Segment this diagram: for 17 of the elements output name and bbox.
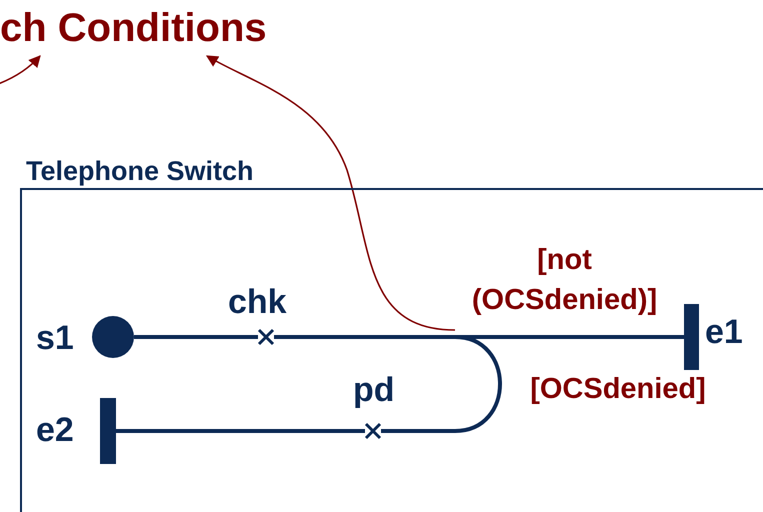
component-name: Telephone Switch — [26, 156, 254, 187]
end-bar — [100, 398, 116, 464]
node-label: pd — [353, 370, 395, 410]
path-line — [116, 429, 365, 433]
path-line — [274, 335, 502, 433]
end-bar — [684, 304, 699, 370]
responsibility-mark — [363, 421, 383, 441]
node-label: e2 — [36, 410, 74, 450]
leader-arrow — [0, 55, 41, 85]
start-point — [92, 316, 134, 358]
diagram-title: ch Conditions — [0, 2, 330, 54]
node-label: s1 — [36, 318, 74, 358]
node-label: chk — [228, 282, 287, 322]
leader-arrow — [206, 55, 456, 331]
path-line — [134, 335, 258, 339]
responsibility-mark — [256, 327, 276, 347]
node-label: e1 — [705, 312, 743, 352]
